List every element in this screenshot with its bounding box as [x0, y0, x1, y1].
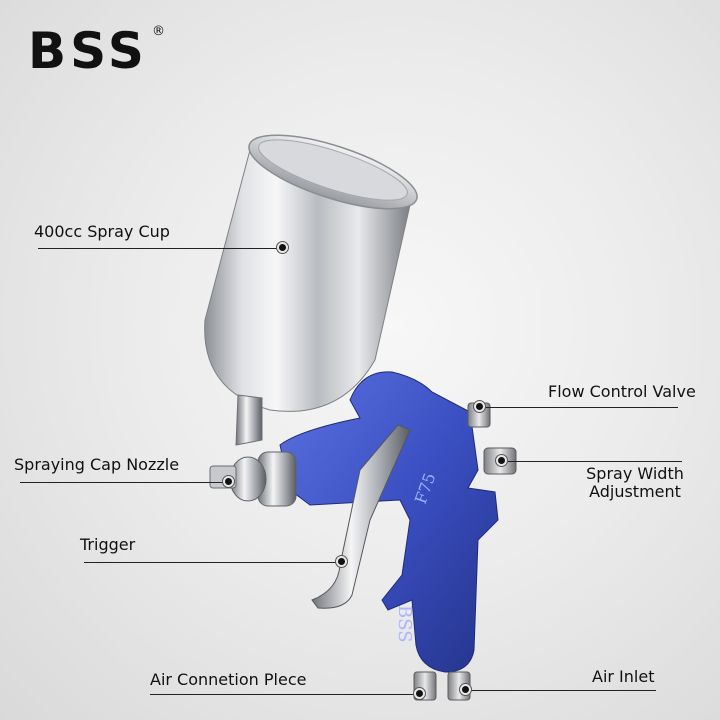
label-trigger: Trigger [80, 535, 136, 554]
leader-flow-control-valve [480, 407, 678, 408]
marker-flow-control-valve [474, 401, 485, 412]
trigger-lever [311, 424, 411, 609]
marker-spray-width [496, 455, 507, 466]
brand-logo: BSS [28, 22, 148, 80]
leader-air-connection-piece [150, 694, 420, 695]
label-air-inlet: Air Inlet [592, 667, 655, 686]
registered-mark: ® [152, 24, 165, 39]
marker-spray-cup [277, 242, 288, 253]
label-flow-control-valve: Flow Control Valve [548, 382, 696, 401]
label-spray-cup: 400cc Spray Cup [34, 222, 170, 241]
label-spraying-cap-nozzle: Spraying Cap Nozzle [14, 455, 180, 474]
spray-cup [204, 134, 418, 446]
label-spray-width-line2: Adjustment [589, 482, 681, 502]
marker-trigger [336, 556, 347, 567]
label-spray-width: Spray Width Adjustment [578, 464, 692, 502]
marker-air-inlet [460, 684, 471, 695]
leader-air-inlet [466, 690, 656, 691]
label-air-connection-piece: Air Connetion Plece [150, 670, 307, 689]
leader-trigger [84, 562, 342, 563]
gun-body: F75 BSS [279, 371, 499, 673]
handle-brand-mark: BSS [394, 605, 415, 643]
marker-spraying-cap-nozzle [223, 476, 234, 487]
label-spray-width-line1: Spray Width [586, 464, 684, 483]
marker-air-connection-piece [414, 688, 425, 699]
leader-spraying-cap-nozzle [20, 482, 230, 483]
leader-spray-cup [38, 248, 283, 249]
leader-spray-width [502, 461, 682, 462]
